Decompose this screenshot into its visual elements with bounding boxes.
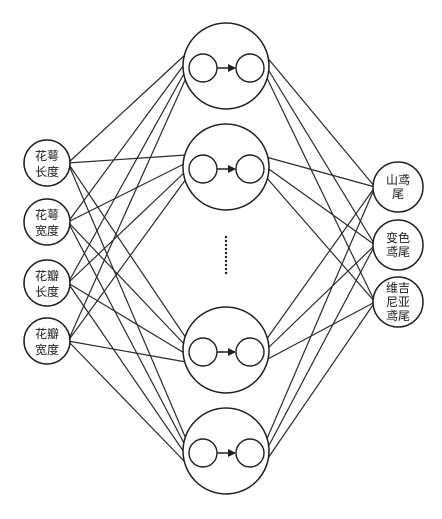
- output-node-label-line: 鸢尾: [386, 309, 410, 323]
- output-node-circle: [372, 161, 424, 213]
- connection-edges: [67, 53, 376, 464]
- input-node-label-line1: 花瓣: [35, 326, 59, 341]
- edge-input-hidden: [67, 162, 187, 339]
- hidden-node: [182, 123, 270, 211]
- edge-hidden-output: [265, 55, 376, 188]
- output-node-label-line: 鸢尾: [386, 245, 410, 259]
- ellipsis-dot: [224, 243, 228, 247]
- hidden-node-input-sub-circle: [188, 154, 218, 184]
- edge-hidden-output: [265, 75, 376, 303]
- edge-input-hidden: [67, 221, 187, 347]
- hidden-node-input-sub-circle: [188, 53, 218, 83]
- ellipsis-dot: [224, 235, 228, 239]
- output-node-label-line: 尾: [392, 187, 404, 201]
- hidden-node: [182, 22, 270, 110]
- input-node-label-line1: 花萼: [35, 148, 59, 163]
- edge-hidden-output: [265, 156, 376, 188]
- hidden-node-output-sub-circle: [235, 337, 265, 367]
- ellipsis-dot: [224, 259, 228, 263]
- edge-hidden-output: [265, 244, 376, 452]
- input-node-label-line2: 宽度: [35, 342, 59, 357]
- input-node-label-line2: 长度: [35, 164, 59, 179]
- ellipsis-dot: [224, 255, 228, 259]
- hidden-node-circle: [182, 407, 270, 495]
- ellipsis-dot: [224, 267, 228, 271]
- hidden-node-output-sub-circle: [235, 438, 265, 468]
- edge-input-hidden: [67, 69, 187, 284]
- hidden-node-input-sub-circle: [188, 438, 218, 468]
- output-node-circle: [372, 276, 424, 328]
- output-node: 山鸢尾: [372, 161, 424, 213]
- edge-input-hidden: [67, 282, 187, 355]
- edge-input-hidden: [67, 221, 187, 448]
- hidden-node-circle: [182, 22, 270, 110]
- edge-hidden-output: [265, 301, 376, 361]
- edge-hidden-output: [265, 244, 376, 351]
- edge-hidden-output: [265, 186, 376, 341]
- edge-hidden-output: [265, 301, 376, 462]
- edge-input-hidden: [67, 53, 187, 164]
- output-node-label-line: 尼亚: [386, 295, 410, 309]
- edge-input-hidden: [67, 170, 187, 284]
- input-node-circle: [23, 139, 71, 187]
- input-node-circle: [23, 259, 71, 307]
- edge-input-hidden: [67, 340, 187, 464]
- ellipsis-dot: [224, 271, 228, 275]
- hidden-ellipsis: [224, 235, 228, 275]
- hidden-node-input-sub-circle: [188, 337, 218, 367]
- input-node-label-line2: 长度: [35, 284, 59, 299]
- output-node-label-line: 山鸢: [386, 173, 410, 187]
- input-node-circle: [23, 198, 71, 246]
- edge-input-hidden: [67, 282, 187, 456]
- edge-input-hidden: [67, 178, 187, 342]
- edge-input-hidden: [67, 154, 187, 164]
- edge-input-hidden: [67, 162, 187, 440]
- input-node-circle: [23, 317, 71, 365]
- hidden-node: [182, 407, 270, 495]
- edge-input-hidden: [67, 162, 187, 223]
- input-node-label-line1: 花瓣: [35, 268, 59, 283]
- ellipsis-dot: [224, 239, 228, 243]
- edge-input-hidden: [67, 340, 187, 363]
- edge-input-hidden: [67, 77, 187, 342]
- edge-hidden-output: [265, 166, 376, 246]
- hidden-layer: [182, 22, 270, 495]
- input-node-label-line1: 花萼: [35, 207, 59, 222]
- edge-hidden-output: [265, 65, 376, 246]
- ellipsis-dot: [224, 263, 228, 267]
- hidden-node-output-sub-circle: [235, 53, 265, 83]
- output-node-label-line: 变色: [386, 230, 410, 245]
- input-node-label-line2: 宽度: [35, 223, 59, 238]
- hidden-node-output-sub-circle: [235, 154, 265, 184]
- ellipsis-dot: [224, 251, 228, 255]
- output-node-circle: [372, 219, 424, 271]
- ellipsis-dot: [224, 247, 228, 251]
- edge-hidden-output: [265, 176, 376, 303]
- output-node-label-line: 维吉: [386, 281, 410, 295]
- edge-input-hidden: [67, 61, 187, 223]
- edge-hidden-output: [265, 186, 376, 442]
- hidden-node-circle: [182, 123, 270, 211]
- hidden-node-circle: [182, 306, 270, 394]
- hidden-node: [182, 306, 270, 394]
